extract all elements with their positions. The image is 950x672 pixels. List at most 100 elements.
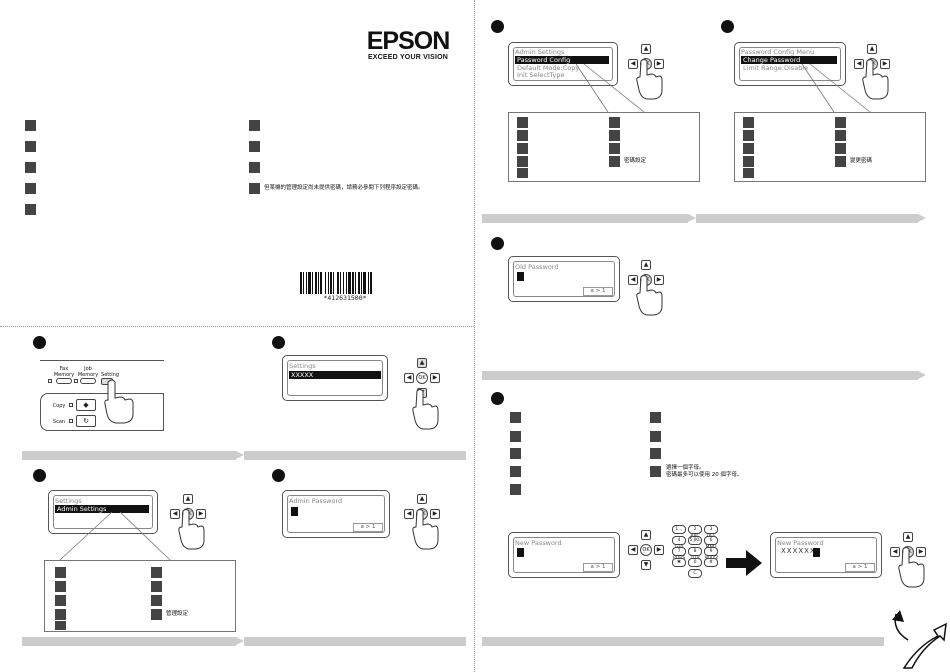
dpad-right-button[interactable]: ▶ (196, 509, 206, 519)
list-label: 密碼設定 (624, 158, 647, 164)
progress-band (482, 637, 884, 646)
keypad-key[interactable]: ✱ (672, 558, 686, 567)
barcode-bar (333, 272, 334, 294)
dpad-ok-button[interactable]: OK (416, 372, 428, 384)
language-marker (55, 621, 66, 630)
dpad-down-button[interactable]: ▼ (641, 560, 651, 570)
step-8-badge (491, 392, 504, 405)
dpad-left-button[interactable]: ◀ (170, 509, 180, 519)
dpad-up-button[interactable]: ▲ (641, 530, 651, 540)
lcd-inner (287, 360, 383, 396)
lcd-title: New Password (515, 539, 562, 547)
callout-lines (575, 63, 645, 113)
dpad-up-button[interactable]: ▲ (641, 260, 651, 270)
language-marker (249, 120, 260, 131)
progress-band (244, 451, 466, 460)
dpad-up-button[interactable]: ▲ (867, 44, 877, 54)
dpad-up-button[interactable]: ▲ (641, 44, 651, 54)
job-memory-button[interactable] (80, 378, 96, 384)
input-mode-hint: a > 1 (583, 287, 613, 296)
barcode-bar (363, 272, 366, 294)
keypad-key[interactable]: 7 PQRS (672, 547, 686, 561)
copy-button[interactable]: ◆ (76, 399, 96, 411)
language-marker (743, 156, 754, 167)
dpad-right-button[interactable]: ▶ (654, 59, 664, 69)
dpad-up-button[interactable]: ▲ (903, 532, 913, 542)
keypad-key[interactable]: 9 WXYZ (704, 547, 718, 561)
barcode-bar (308, 272, 311, 294)
dpad-left-button[interactable]: ◀ (628, 275, 638, 285)
dpad-up-button[interactable]: ▲ (417, 494, 427, 504)
barcode-bar (368, 272, 369, 294)
input-mode-hint: a > 1 (353, 523, 383, 532)
language-marker (650, 431, 661, 442)
dpad-up-button[interactable]: ▲ (417, 358, 427, 368)
dpad-left-button[interactable]: ◀ (404, 373, 414, 383)
barcode-bar (343, 272, 344, 294)
keypad-key[interactable]: 8 TUV (688, 547, 702, 561)
dpad-right-button[interactable]: ▶ (430, 509, 440, 519)
dpad-up-button[interactable]: ▲ (183, 494, 193, 504)
progress-band-arrow (236, 451, 244, 459)
dpad-left-button[interactable]: ◀ (890, 547, 900, 557)
language-marker (650, 448, 661, 459)
fax-memory-label: Fax Memory (53, 366, 75, 378)
language-marker (151, 581, 162, 592)
scan-button[interactable]: ↻ (76, 415, 96, 427)
lcd-inner (513, 47, 613, 81)
language-marker (55, 609, 66, 620)
dpad-left-button[interactable]: ◀ (854, 59, 864, 69)
language-marker (517, 117, 528, 128)
dpad-right-button[interactable]: ▶ (654, 275, 664, 285)
keypad-key[interactable]: 2 ABC (688, 525, 702, 539)
lcd-admin-password: Admin Password a > 1 (282, 490, 390, 538)
language-marker (609, 117, 620, 128)
text-cursor (291, 507, 298, 516)
dpad-right-button[interactable]: ▶ (430, 373, 440, 383)
language-marker (835, 117, 846, 128)
language-marker (151, 595, 162, 606)
dpad-right-button[interactable]: ▶ (916, 547, 926, 557)
fax-memory-button[interactable] (56, 378, 72, 384)
right-arrow-icon (726, 550, 762, 576)
language-marker (609, 143, 620, 154)
progress-band (22, 637, 236, 646)
dpad-left-button[interactable]: ◀ (628, 59, 638, 69)
list-label: 管理設定 (166, 611, 189, 617)
barcode-bar (340, 272, 341, 294)
pointing-hand-icon (412, 509, 439, 550)
progress-band-arrow (918, 214, 926, 222)
dpad-left-button[interactable]: ◀ (404, 509, 414, 519)
text-cursor (517, 548, 524, 557)
language-marker (835, 130, 846, 141)
lcd-new-password-empty: New Password a > 1 (508, 532, 620, 578)
lcd-inner (53, 495, 153, 529)
barcode-bar (337, 272, 339, 294)
language-marker (510, 431, 521, 442)
keypad-key[interactable]: 4 GHI (672, 536, 686, 550)
lcd-title: Settings (55, 497, 82, 505)
keypad-key[interactable]: 5 JKL (688, 536, 702, 545)
lcd-inner (775, 537, 877, 573)
language-marker (743, 130, 754, 141)
keypad-key[interactable]: C (688, 569, 702, 578)
pointing-hand-icon (636, 275, 663, 316)
dpad-ok-button[interactable]: OK (640, 544, 652, 556)
keypad-key[interactable]: 1 ., (672, 525, 686, 534)
keypad-key[interactable]: 0 (688, 558, 702, 567)
dpad-right-button[interactable]: ▶ (880, 59, 890, 69)
keypad-key[interactable]: # (704, 558, 718, 567)
progress-band (482, 371, 918, 380)
dpad-left-button[interactable]: ◀ (628, 545, 638, 555)
scan-led (69, 419, 73, 423)
progress-band-arrow (688, 214, 696, 222)
language-list-panel: 變更密碼 (734, 112, 926, 182)
barcode-bar (318, 272, 319, 294)
scan-mode-icon: ↻ (83, 417, 89, 425)
lcd-option: Default Mode:Copy (517, 64, 580, 72)
keypad-key[interactable]: 6 MNO (704, 536, 718, 550)
progress-band (696, 214, 918, 223)
keypad-key[interactable]: 3 DEF (704, 525, 718, 539)
dpad-right-button[interactable]: ▶ (654, 545, 664, 555)
progress-band (482, 214, 688, 223)
